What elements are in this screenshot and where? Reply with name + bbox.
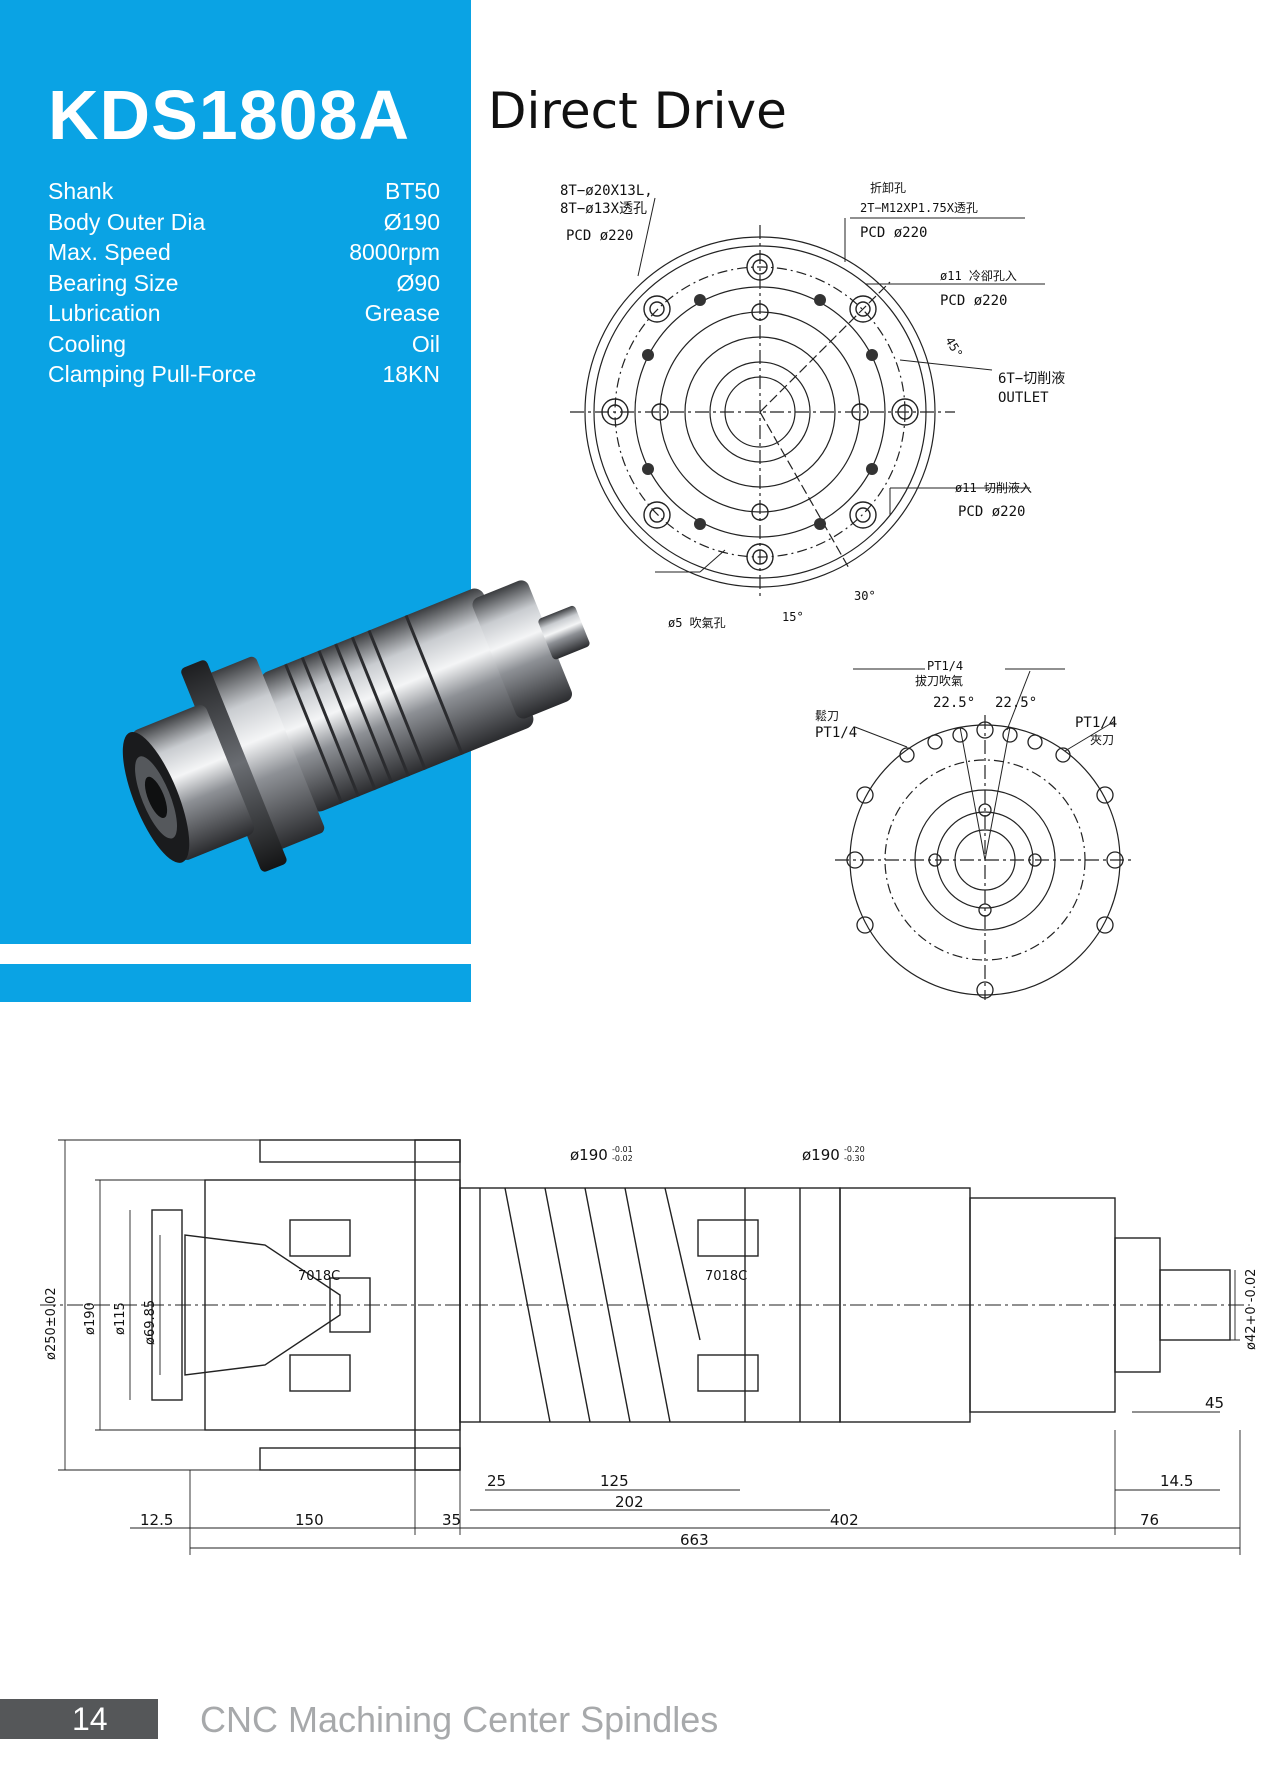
rear-end-drawing: PT1/4 拔刀吹氣 22.5° 22.5° 鬆刀 PT1/4 PT1/4 夾刀: [815, 659, 1135, 1000]
spec-row: Cooling Oil: [48, 329, 440, 360]
side-section-drawing: ø190 -0.01 -0.02 ø190 -0.20 -0.30 7018C …: [40, 1139, 1259, 1555]
rear-angle-right: 22.5°: [995, 695, 1037, 711]
front-callout-pcd-d: PCD ø220: [958, 504, 1025, 520]
spec-value: BT50: [385, 178, 440, 204]
spec-value: 8000rpm: [349, 239, 440, 265]
front-callout-pcd-a: PCD ø220: [566, 228, 633, 244]
spindle-product-image: [122, 580, 590, 872]
front-callout-disassembly-title: 折卸孔: [870, 180, 906, 195]
side-bearing-rear: 7018C: [705, 1269, 747, 1284]
side-dim-76: 76: [1140, 1511, 1159, 1529]
side-d42: ø42+0 -0.02: [1244, 1269, 1259, 1350]
model-title: KDS1808A: [48, 76, 411, 154]
front-callout-coolant-in: ø11 冷卻孔入: [940, 269, 1017, 283]
side-dim-663: 663: [680, 1531, 709, 1549]
side-dim-25: 25: [487, 1472, 506, 1490]
side-dim-125: 125: [600, 1472, 629, 1490]
side-dim-45: 45: [1205, 1394, 1224, 1412]
rear-clamp-pt: PT1/4: [1075, 715, 1117, 731]
spec-label: Shank: [48, 178, 114, 204]
side-d115: ø115: [113, 1302, 128, 1335]
front-callout-angle-15: 15°: [782, 610, 804, 624]
rear-pt-top-2: 拔刀吹氣: [915, 673, 963, 688]
spec-label: Lubrication: [48, 300, 161, 326]
rear-clamp-cn: 夾刀: [1090, 733, 1114, 747]
spec-value: Oil: [411, 330, 440, 357]
spec-row: Body Outer Dia Ø190: [48, 207, 440, 238]
side-dim-12-5: 12.5: [140, 1511, 173, 1529]
side-dim-202: 202: [615, 1493, 644, 1511]
front-callout-outlet-cn: 6T−切削液: [998, 371, 1065, 387]
drive-subtitle: Direct Drive: [488, 82, 787, 140]
spec-label: Body Outer Dia: [48, 208, 206, 235]
spec-table: Shank BT50 Body Outer Dia Ø190 Max. Speed 8…: [48, 176, 440, 390]
side-dim-14-5: 14.5: [1160, 1472, 1193, 1490]
front-callout-cutting-in: ø11 切削液入: [955, 480, 1032, 495]
rear-release-cn: 鬆刀: [815, 708, 839, 723]
side-dia-a-tol-lower: -0.02: [612, 1154, 633, 1163]
side-dia-a-tol-upper: -0.01: [612, 1145, 633, 1154]
front-callout-air: ø5 吹氣孔: [668, 616, 726, 630]
side-d250: ø250±0.02: [44, 1287, 59, 1360]
side-dim-35: 35: [442, 1511, 461, 1529]
spec-row: Clamping Pull-Force 18KN: [48, 359, 440, 390]
front-callout-holes-2: 8T−ø13X透孔: [560, 201, 647, 217]
spec-row: Lubrication Grease: [48, 298, 440, 329]
spec-label: Max. Speed: [48, 239, 171, 265]
front-flange-drawing: 8T−ø20X13L, 8T−ø13X透孔 PCD ø220 折卸孔 2T−M1…: [560, 180, 1065, 630]
spec-row: Bearing Size Ø90: [48, 268, 440, 299]
side-dia-b-tol-lower: -0.30: [844, 1154, 865, 1163]
side-dia-a: ø190: [570, 1146, 608, 1164]
spec-label: Clamping Pull-Force: [48, 361, 257, 387]
side-d6985: ø69.85: [143, 1300, 158, 1345]
front-callout-angle-45: 45°: [942, 335, 965, 361]
front-callout-disassembly: 2T−M12XP1.75X透孔: [860, 201, 978, 215]
spec-value: Grease: [364, 300, 440, 326]
page-number-box: [0, 1699, 158, 1739]
spec-value: Ø90: [396, 269, 440, 296]
spec-label: Cooling: [48, 330, 126, 357]
front-callout-pcd-c: PCD ø220: [940, 293, 1007, 309]
spec-value: 18KN: [382, 361, 440, 387]
front-callout-pcd-b: PCD ø220: [860, 225, 927, 241]
footer-title: CNC Machining Center Spindles: [200, 1699, 719, 1740]
spec-row: Max. Speed 8000rpm: [48, 237, 440, 268]
rear-angle-left: 22.5°: [933, 695, 975, 711]
rear-release-pt: PT1/4: [815, 725, 857, 741]
side-bearing-front: 7018C: [298, 1269, 340, 1284]
front-callout-angle-30: 30°: [854, 589, 876, 603]
spec-row: Shank BT50: [48, 176, 440, 207]
side-dia-b: ø190: [802, 1146, 840, 1164]
rear-pt-top-1: PT1/4: [927, 659, 963, 673]
side-dia-b-tol-upper: -0.20: [844, 1145, 865, 1154]
page-number: 14: [72, 1701, 108, 1737]
spec-value: Ø190: [383, 208, 440, 235]
side-d190: ø190: [83, 1302, 98, 1335]
front-callout-holes-1: 8T−ø20X13L,: [560, 183, 653, 199]
side-dim-402: 402: [830, 1511, 859, 1529]
front-callout-outlet: OUTLET: [998, 390, 1049, 406]
blue-accent-strip: [0, 964, 471, 1002]
side-dim-150: 150: [295, 1511, 324, 1529]
spec-label: Bearing Size: [48, 269, 179, 296]
